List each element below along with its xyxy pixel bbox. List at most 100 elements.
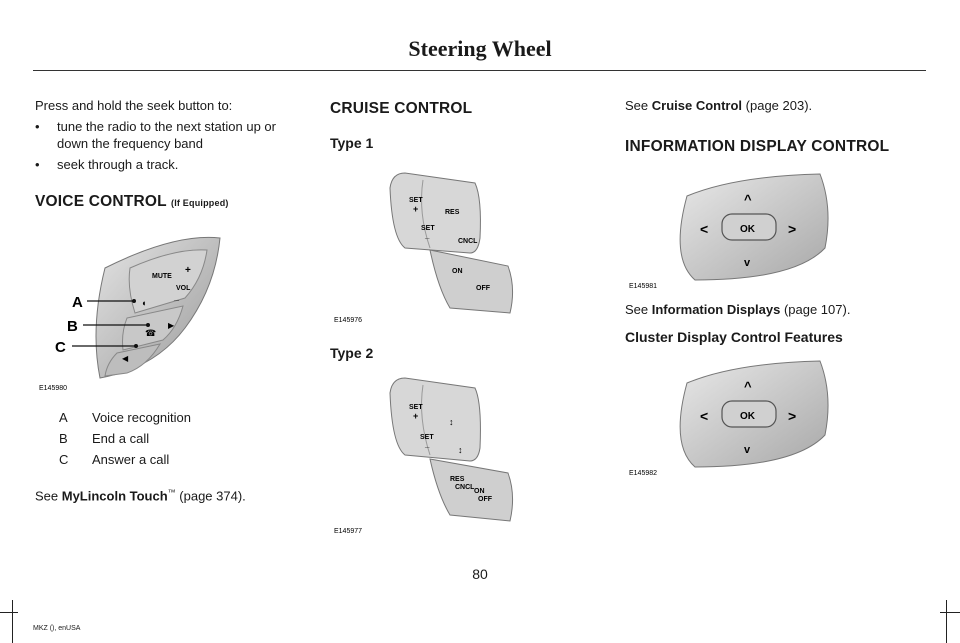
list-item: • seek through a track.: [35, 156, 305, 173]
on-off-button: [429, 249, 514, 314]
callout-c-dot: [134, 344, 138, 348]
button-divider: [421, 179, 431, 249]
legend-row: C Answer a call: [59, 452, 191, 467]
callout-b: B: [67, 318, 78, 335]
info-displays-link[interactable]: Information Displays: [651, 302, 781, 317]
plus-label: +: [185, 265, 191, 276]
seek-intro: Press and hold the seek button to:: [35, 98, 233, 113]
ok-label: OK: [740, 411, 756, 422]
legend-text: End a call: [92, 431, 150, 446]
callout-a-dot: [132, 299, 136, 303]
on-label: ON: [452, 268, 463, 275]
info-display-heading: INFORMATION DISPLAY CONTROL: [625, 138, 890, 155]
minus-label: _: [173, 292, 180, 302]
callout-b-dot: [146, 323, 150, 327]
legend-key: C: [59, 452, 69, 467]
gap-decrease-icon: ↕: [458, 445, 463, 455]
voice-control-title: VOICE CONTROL: [35, 193, 167, 210]
legend-text: Voice recognition: [92, 410, 192, 425]
figure-id: E145980: [39, 385, 67, 392]
cruise-type1-figure: SET + SET _ RES CNCL ON OFF E145976: [334, 172, 514, 324]
off-label: OFF: [478, 496, 493, 503]
set-plus-label: SET: [409, 404, 423, 411]
type1-heading: Type 1: [330, 135, 374, 151]
crop-mark: [12, 600, 13, 643]
callout-a: A: [72, 294, 83, 311]
legend-row: B End a call: [59, 431, 191, 446]
bullet-text: tune the radio to the next station up or…: [57, 119, 276, 151]
legend-key: B: [59, 431, 68, 446]
cncl-label: CNCL: [458, 238, 478, 245]
document-id: MKZ (), enUSA: [33, 625, 81, 632]
type2-heading: Type 2: [330, 345, 374, 361]
arrow-left-icon: <: [700, 408, 708, 424]
set-plus-label: SET: [409, 197, 423, 204]
arrow-right-icon: >: [788, 408, 796, 424]
set-adjust-button: [389, 377, 481, 462]
ok-label: OK: [740, 224, 756, 235]
header-divider: [33, 70, 926, 71]
set-minus-label: SET: [420, 434, 434, 441]
see-prefix: See: [625, 98, 652, 113]
bullet-text: seek through a track.: [57, 157, 179, 172]
set-res-button: [389, 172, 481, 254]
arrow-down-icon: v: [744, 257, 751, 269]
on-label: ON: [474, 488, 485, 495]
info-displays-reference: See Information Displays (page 107).: [625, 301, 850, 318]
seek-down-icon: ◀: [122, 354, 129, 363]
crop-mark: [0, 612, 18, 613]
cruise-control-link[interactable]: Cruise Control: [651, 98, 743, 113]
voice-legend: A Voice recognition B End a call C Answe…: [59, 410, 191, 467]
plus-icon: +: [413, 411, 418, 421]
cluster-display-heading: Cluster Display Control Features: [625, 329, 843, 345]
page-header-title: Steering Wheel: [408, 36, 552, 61]
seek-bullet-list: • tune the radio to the next station up …: [35, 118, 305, 173]
callout-c: C: [55, 339, 66, 356]
arrow-left-icon: <: [700, 221, 708, 237]
set-minus-label: SET: [421, 225, 435, 232]
minus-icon: _: [424, 231, 430, 240]
page-reference: (page 107).: [780, 302, 851, 317]
gap-increase-icon: ↕: [449, 417, 454, 427]
legend-text: Answer a call: [92, 452, 170, 467]
voice-control-heading: VOICE CONTROL (If Equipped): [35, 193, 229, 211]
crop-mark: [940, 612, 960, 613]
legend-row: A Voice recognition: [59, 410, 191, 425]
minus-icon: _: [424, 440, 430, 449]
cruise-control-reference: See Cruise Control (page 203).: [625, 97, 812, 114]
call-button: [122, 305, 184, 351]
figure-id: E145982: [629, 470, 657, 477]
page-number: 80: [472, 566, 488, 582]
plus-icon: +: [413, 204, 418, 214]
page-reference: (page 374).: [175, 488, 246, 504]
mylincoln-reference: See MyLincoln Touch™ (page 374).: [35, 484, 246, 504]
res-label: RES: [450, 476, 465, 483]
info-display-figure: OK ^ v < > E145981: [629, 173, 829, 290]
trademark-symbol: ™: [167, 488, 176, 497]
arrow-down-icon: v: [744, 444, 751, 456]
vol-label: VOL: [176, 285, 191, 292]
mylincoln-link[interactable]: MyLincoln Touch: [61, 488, 168, 504]
end-call-icon: ☎: [145, 328, 156, 338]
volume-button: [128, 249, 208, 314]
arrow-right-icon: >: [788, 221, 796, 237]
figure-id: E145981: [629, 283, 657, 290]
bullet-icon: •: [35, 119, 40, 134]
voice-icon: ◖: [141, 298, 146, 308]
arrow-up-icon: ^: [744, 192, 752, 207]
cluster-display-figure: OK ^ v < > E145982: [629, 360, 829, 477]
res-cncl-on-off-button: [429, 458, 514, 522]
bullet-icon: •: [35, 157, 40, 172]
see-prefix: See: [35, 488, 62, 504]
legend-key: A: [59, 410, 68, 425]
ok-button: [721, 213, 777, 241]
ok-button: [721, 400, 777, 428]
seek-button: [104, 343, 162, 377]
cruise-control-heading: CRUISE CONTROL: [330, 100, 473, 117]
button-divider: [421, 384, 431, 456]
arrow-up-icon: ^: [744, 379, 752, 394]
see-prefix: See: [625, 302, 652, 317]
mute-label: MUTE: [152, 273, 172, 280]
seek-up-icon: ▶: [168, 321, 175, 330]
voice-control-figure: MUTE VOL + _ ◖ ☎ ▶ ◀ A B C E145980: [39, 236, 221, 392]
